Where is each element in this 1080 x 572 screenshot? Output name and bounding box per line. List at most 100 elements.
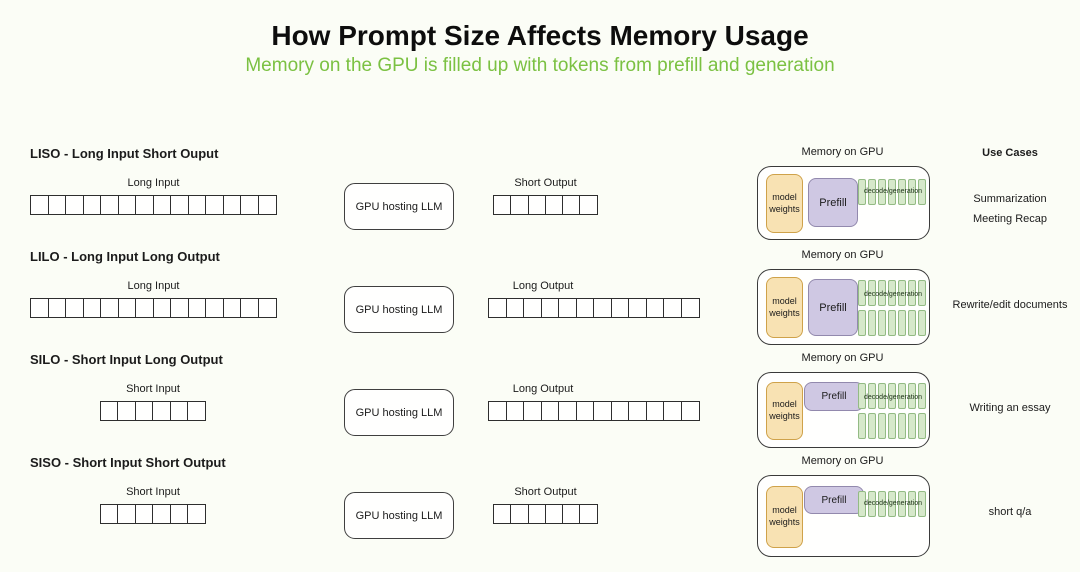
memory-on-gpu-label: Memory on GPU — [801, 146, 884, 158]
output-token-cell — [562, 504, 581, 524]
use-case-text: short q/a — [988, 506, 1032, 518]
input-token-cell — [100, 195, 120, 215]
output-token-strip — [493, 195, 598, 215]
model-weights-box: model weights — [766, 486, 803, 548]
output-label: Short Output — [514, 486, 577, 498]
output-token-cell — [510, 195, 529, 215]
decode-token-bar — [908, 491, 916, 517]
input-token-cell — [170, 298, 190, 318]
decode-token-bar — [918, 491, 926, 517]
row-heading: LILO - Long Input Long Output — [30, 249, 220, 264]
decode-token-bar — [908, 310, 916, 336]
input-token-cell — [100, 504, 119, 524]
decode-token-bar — [878, 179, 886, 205]
output-token-cell — [628, 298, 648, 318]
output-token-cell — [681, 298, 701, 318]
output-token-cell — [505, 401, 525, 421]
input-token-strip — [30, 298, 277, 318]
decode-token-bar — [858, 179, 866, 205]
output-token-cell — [510, 504, 529, 524]
decode-token-bar — [898, 383, 906, 409]
decode-bar-row — [858, 383, 926, 409]
input-token-strip — [100, 504, 207, 524]
decode-bar-row — [858, 491, 926, 517]
input-token-cell — [135, 298, 155, 318]
input-token-cell — [47, 195, 67, 215]
input-token-cell — [170, 195, 190, 215]
output-token-cell — [558, 298, 578, 318]
decode-token-bar — [858, 413, 866, 439]
memory-on-gpu-box: model weights Prefill decode/generation — [757, 475, 930, 557]
row-heading: LISO - Long Input Short Ouput — [30, 146, 219, 161]
input-token-cell — [30, 195, 50, 215]
input-token-cell — [82, 195, 102, 215]
output-token-cell — [663, 298, 683, 318]
input-token-strip — [30, 195, 277, 215]
decode-token-bar — [918, 413, 926, 439]
decode-token-bar — [858, 280, 866, 306]
decode-token-bar — [878, 491, 886, 517]
output-token-cell — [540, 298, 560, 318]
input-token-cell — [47, 298, 67, 318]
decode-bar-row — [858, 413, 926, 439]
decode-token-bar — [878, 383, 886, 409]
output-token-cell — [493, 195, 512, 215]
use-case-text: Summarization Meeting Recap — [973, 193, 1047, 225]
gpu-hosting-llm-box: GPU hosting LLM — [344, 183, 454, 230]
output-token-cell — [681, 401, 701, 421]
input-label: Long Input — [127, 177, 180, 189]
decode-token-bar — [868, 280, 876, 306]
input-token-cell — [65, 298, 85, 318]
decode-token-bar — [878, 280, 886, 306]
output-token-cell — [523, 298, 543, 318]
input-token-cell — [134, 504, 154, 524]
memory-on-gpu-box: model weights Prefill decode/generation — [757, 372, 930, 448]
decode-token-bar — [918, 179, 926, 205]
input-token-cell — [205, 298, 225, 318]
output-token-cell — [663, 401, 683, 421]
input-token-cell — [187, 401, 207, 421]
output-token-cell — [610, 401, 630, 421]
input-token-cell — [152, 298, 172, 318]
row-heading: SISO - Short Input Short Output — [30, 455, 226, 470]
output-token-cell — [575, 298, 595, 318]
memory-on-gpu-label: Memory on GPU — [801, 249, 884, 261]
decode-token-bar — [908, 413, 916, 439]
input-token-cell — [240, 195, 260, 215]
gpu-hosting-llm-box: GPU hosting LLM — [344, 389, 454, 436]
output-label: Short Output — [514, 177, 577, 189]
model-weights-box: model weights — [766, 174, 803, 233]
decode-token-bar — [878, 413, 886, 439]
output-token-cell — [488, 401, 508, 421]
decode-token-bar — [898, 179, 906, 205]
decode-token-bar — [858, 491, 866, 517]
output-token-strip — [488, 298, 701, 318]
gpu-hosting-llm-box: GPU hosting LLM — [344, 286, 454, 333]
input-token-cell — [257, 195, 277, 215]
output-label: Long Output — [512, 280, 574, 292]
input-token-cell — [169, 504, 189, 524]
input-token-cell — [135, 195, 155, 215]
input-token-cell — [134, 401, 154, 421]
memory-on-gpu-box: model weights Prefill decode/generation — [757, 166, 930, 240]
input-token-cell — [117, 504, 137, 524]
decode-token-bar — [908, 280, 916, 306]
input-label: Short Input — [126, 486, 180, 498]
output-token-cell — [645, 298, 665, 318]
memory-on-gpu-box: model weights Prefill decode/generation — [757, 269, 930, 345]
input-token-cell — [257, 298, 277, 318]
decode-token-bar — [888, 310, 896, 336]
decode-token-bar — [858, 383, 866, 409]
decode-generation-label: decode/generation — [864, 394, 922, 401]
decode-token-bar — [898, 491, 906, 517]
input-token-cell — [117, 298, 137, 318]
output-label: Long Output — [512, 383, 574, 395]
input-token-cell — [222, 195, 242, 215]
decode-bar-row — [858, 179, 926, 205]
page-subtitle: Memory on the GPU is filled up with toke… — [245, 55, 835, 76]
use-case-text: Rewrite/edit documents — [952, 299, 1068, 311]
input-token-cell — [100, 401, 119, 421]
output-token-cell — [610, 298, 630, 318]
input-token-cell — [152, 195, 172, 215]
